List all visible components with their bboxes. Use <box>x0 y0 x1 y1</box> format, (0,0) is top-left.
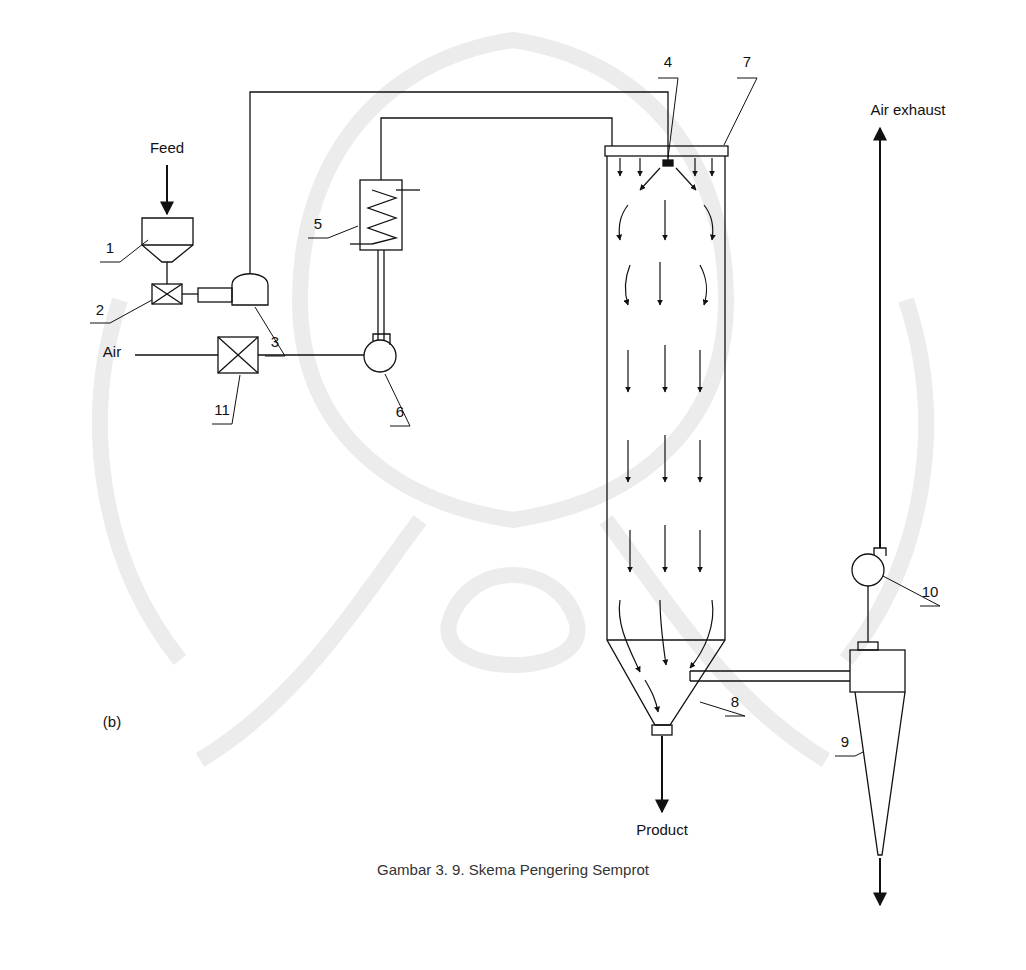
figure-caption: Gambar 3. 9. Skema Pengering Semprot <box>377 861 649 878</box>
flow-label: Air exhaust <box>870 101 945 118</box>
flow-label: Product <box>636 821 688 838</box>
callout-number: 11 <box>214 401 230 418</box>
equipment <box>135 92 905 905</box>
callout-number: 2 <box>96 301 104 318</box>
flow-label: Feed <box>150 139 184 156</box>
leader-lines <box>90 78 940 756</box>
air-flow-arrows <box>619 158 713 712</box>
callout-number: 4 <box>664 53 672 70</box>
callout-number: 5 <box>314 215 322 232</box>
callout-number: 10 <box>922 583 939 600</box>
callout-number: 1 <box>106 239 114 256</box>
callout-number: 3 <box>271 333 279 350</box>
callout-number: 6 <box>396 403 404 420</box>
flow-label: (b) <box>103 713 121 730</box>
watermark <box>100 40 926 760</box>
flow-label: Air <box>103 343 121 360</box>
callout-number: 9 <box>841 733 849 750</box>
callout-number: 7 <box>743 53 751 70</box>
callout-number: 8 <box>731 693 739 710</box>
